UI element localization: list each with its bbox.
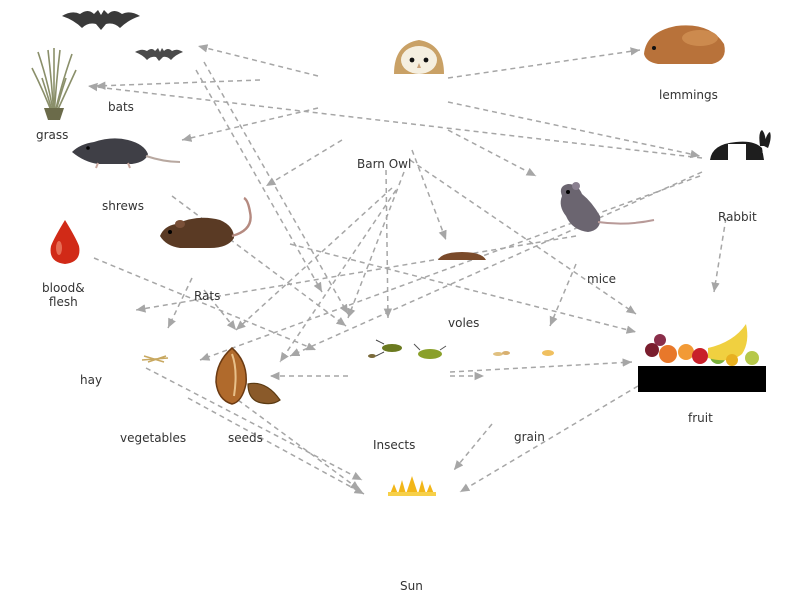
owl-icon — [394, 40, 444, 74]
arrow — [181, 107, 319, 142]
mouse-icon — [560, 182, 655, 232]
arrow — [199, 175, 701, 361]
arrow — [167, 277, 193, 329]
rat-icon — [160, 196, 252, 248]
arrow — [265, 139, 343, 187]
lemmings-label: lemmings — [659, 88, 718, 102]
voles-label: voles — [448, 316, 480, 330]
arrow — [95, 79, 261, 90]
arrow — [409, 159, 637, 315]
arrow — [289, 243, 637, 334]
bats-label: bats — [108, 100, 134, 114]
arrow — [411, 149, 447, 241]
fruit-basket-icon — [638, 324, 766, 392]
sun-label: Sun — [400, 579, 423, 593]
rabbit-label: Rabbit — [718, 210, 757, 224]
barn-owl-label: Barn Owl — [357, 157, 412, 171]
mice-label: mice — [587, 272, 617, 286]
arrow — [447, 129, 537, 177]
arrow — [187, 397, 365, 495]
arrow — [383, 169, 393, 319]
rabbit-icon — [710, 130, 771, 160]
blood-drop-icon — [50, 220, 80, 264]
arrow — [549, 263, 577, 327]
hay-icon — [141, 355, 169, 363]
arrow — [195, 69, 323, 293]
insects-icon — [368, 339, 447, 359]
arrow — [449, 358, 633, 373]
blood-flesh-label: blood& flesh — [42, 281, 85, 309]
arrow — [203, 61, 349, 315]
arrow — [237, 399, 361, 491]
grass-icon — [31, 48, 77, 120]
arrow — [447, 47, 641, 79]
fruit-label: fruit — [688, 411, 713, 425]
hay-label: hay — [80, 373, 103, 387]
arrow — [447, 101, 701, 159]
arrow — [453, 423, 493, 471]
lemming-icon — [644, 25, 725, 65]
arrow — [289, 171, 703, 357]
arrow — [347, 171, 405, 319]
grain-icon — [493, 350, 554, 356]
seeds-icon — [215, 347, 281, 405]
grain-label: grain — [514, 430, 545, 444]
grass-label: grass — [36, 128, 69, 142]
shrews-label: shrews — [102, 199, 144, 213]
arrow — [279, 189, 397, 363]
arrow — [197, 44, 319, 77]
vegetables-label: vegetables — [120, 431, 187, 445]
arrow — [145, 367, 363, 481]
arrow — [171, 195, 347, 327]
arrow — [711, 217, 727, 293]
bat-icon — [135, 48, 183, 61]
arrow — [235, 187, 393, 331]
insects-label: Insects — [373, 438, 416, 452]
sun-icon — [388, 476, 436, 496]
arrow — [87, 82, 703, 159]
seeds-label: seeds — [228, 431, 263, 445]
vole-icon — [438, 252, 486, 260]
shrew-icon — [72, 138, 181, 169]
rats-label: Rats — [194, 289, 221, 303]
bat-icon — [62, 10, 140, 30]
arrow — [459, 385, 639, 493]
arrow — [93, 257, 317, 351]
